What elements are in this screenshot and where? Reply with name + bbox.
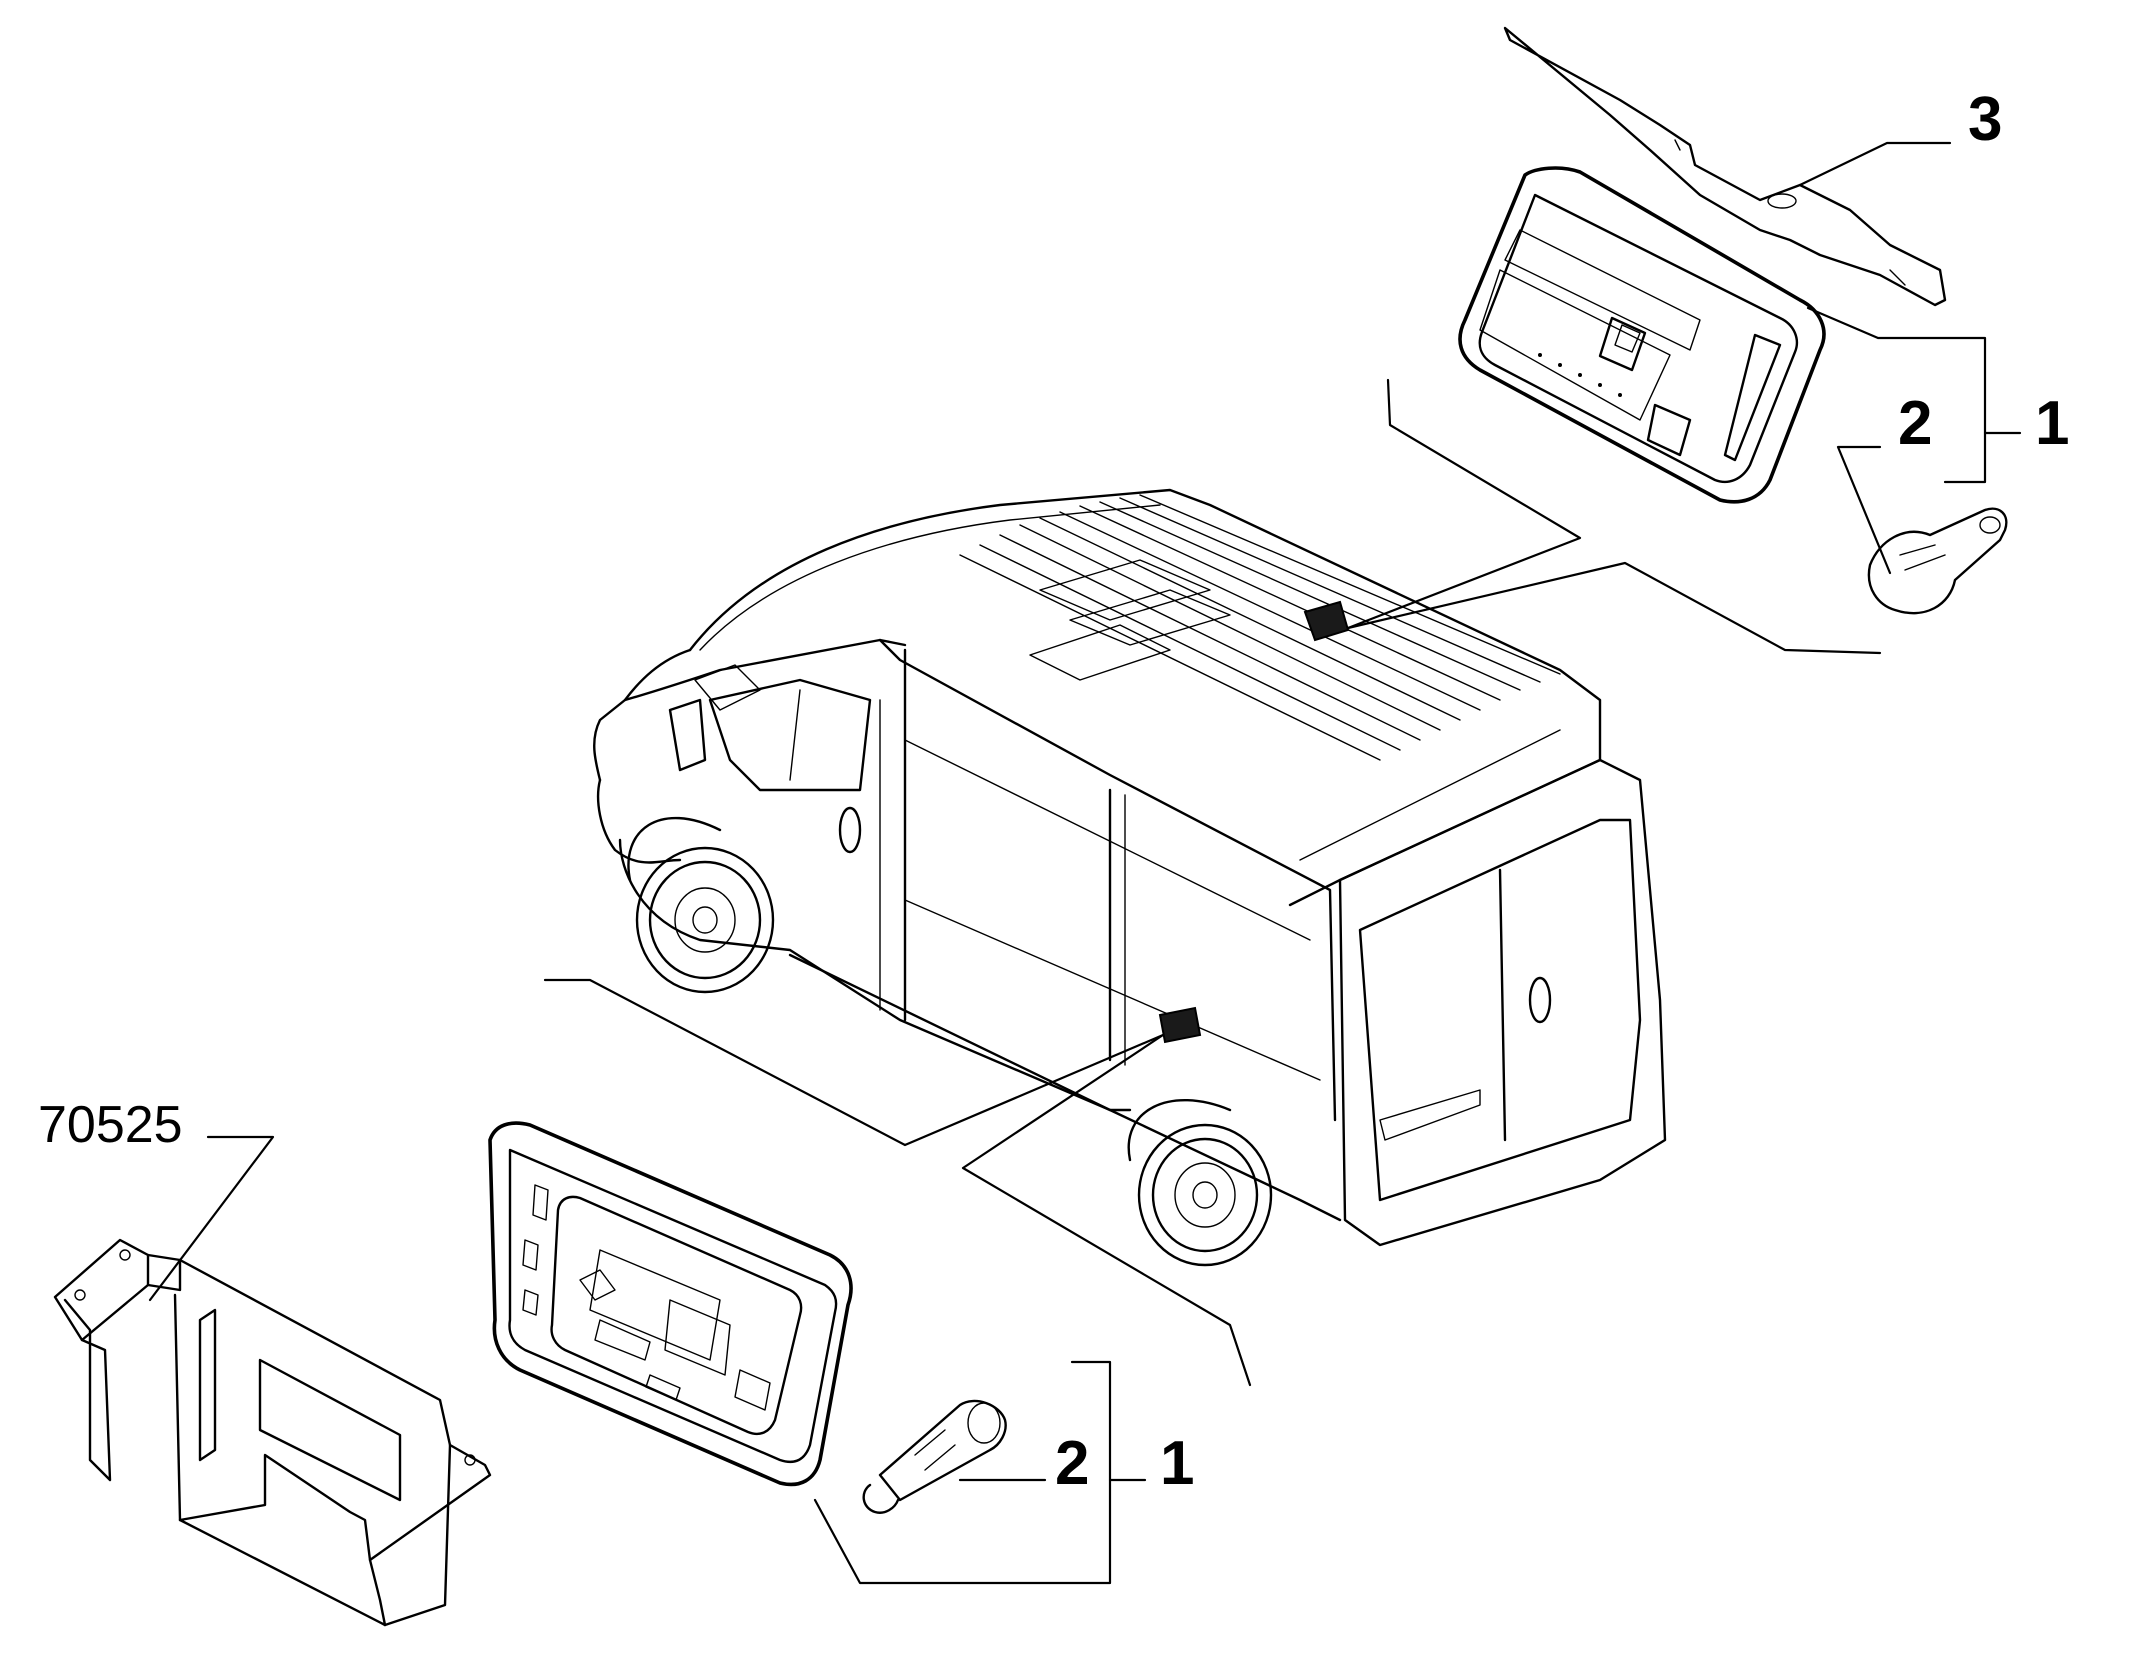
rear-bulb-icon	[1867, 507, 2008, 615]
door-badge-icon	[838, 806, 862, 854]
roof-lamp-housing	[1458, 166, 1826, 504]
callout-rear-item-2: 2	[1898, 389, 1932, 458]
callout-rear-item-1: 1	[2035, 389, 2069, 458]
lamp-bracket-plate	[1503, 26, 1947, 307]
catalog-reference-number: 70525	[38, 1096, 183, 1154]
roof-ribs	[959, 494, 1561, 861]
side-lamp-location-marker	[1158, 1006, 1202, 1044]
side-lamp-housing	[488, 1121, 853, 1487]
side-bulb-icon	[862, 1399, 1007, 1514]
rear-badge-icon	[1528, 976, 1552, 1024]
leader-item-3	[1798, 141, 1952, 187]
front-wheel-icon	[627, 816, 775, 994]
leader-catalog-ref	[148, 1135, 275, 1302]
leader-front-item-1-bracket	[813, 1360, 1112, 1585]
lamp-vent-dots	[1538, 353, 1622, 397]
callout-rear-item-3: 3	[1968, 85, 2002, 154]
leader-guides	[543, 378, 1882, 1387]
leader-item-2	[1836, 445, 1892, 575]
van-illustration	[593, 488, 1667, 1267]
callout-front-item-1: 1	[1160, 1429, 1194, 1498]
callout-front-item-2: 2	[1055, 1429, 1089, 1498]
rear-lamp-assembly	[1458, 26, 2022, 615]
roof-lamp-location-marker	[1303, 600, 1350, 642]
rear-wheel-icon	[1127, 1099, 1273, 1267]
reference-bracket-assembly	[53, 1135, 492, 1627]
callout-labels: 3 2 1 2 1 70525	[38, 85, 2069, 1498]
side-lamp-assembly	[488, 1121, 1147, 1585]
leader-item-1-bracket	[1806, 306, 1987, 484]
